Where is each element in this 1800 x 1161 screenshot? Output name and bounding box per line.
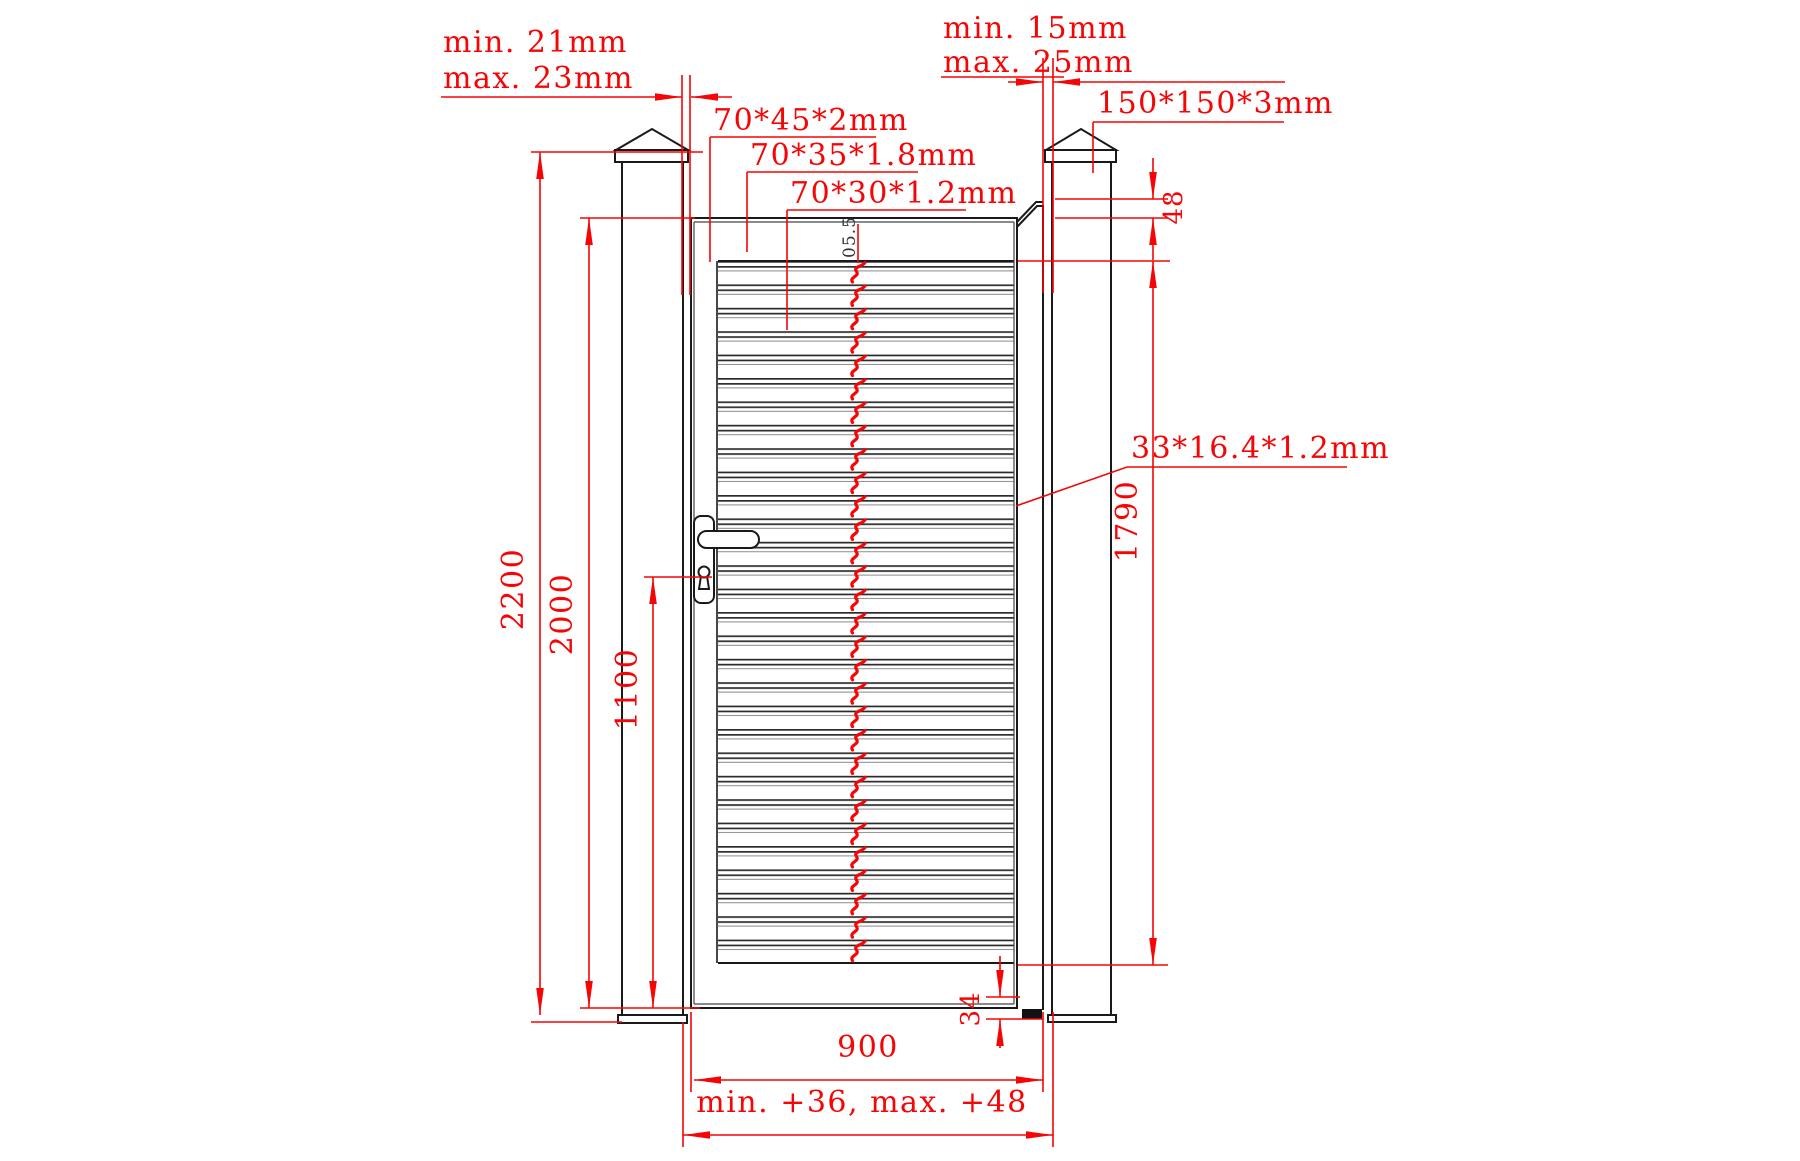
gate-leaf: [690, 217, 1018, 1009]
left-post: [612, 127, 692, 1024]
dim-infill-height: 1790: [1110, 480, 1145, 562]
dim-opening-width: min. +36, max. +48: [696, 1085, 1027, 1120]
hole-diameter-label: 05.5: [840, 216, 860, 258]
handle-lever: [697, 530, 760, 549]
screw-centerline: [850, 224, 867, 963]
dim-lock-height: 1100: [610, 648, 645, 730]
dim-post-height: 2200: [496, 548, 531, 630]
hinge-strip-cap-line: [1016, 201, 1043, 223]
right-post-foot: [1047, 1014, 1117, 1023]
mid-profile-label: 70*35*1.8mm: [750, 138, 977, 173]
gap-left-max-label: max. 23mm: [443, 61, 634, 96]
right-post-cap-plate: [1044, 149, 1117, 163]
lock-set: [693, 515, 760, 604]
gap-right-max-label: max. 25mm: [943, 45, 1134, 80]
left-post-foot: [617, 1014, 688, 1024]
gate-frame-outline: [690, 217, 1018, 1009]
right-post: [1042, 127, 1120, 1023]
slat-profile-label: 70*30*1.2mm: [790, 176, 1017, 211]
extension-lines: [531, 58, 1170, 1147]
dim-bottom-clearance: 34: [956, 991, 986, 1026]
keyhole-icon: [697, 565, 711, 579]
gap-left-min-label: min. 21mm: [443, 25, 628, 60]
bottom-stop-block: [1022, 1009, 1042, 1019]
right-post-cap-pyramid: [1042, 127, 1120, 151]
frame-profile-label: 70*45*2mm: [713, 103, 909, 138]
dim-gate-width: 900: [837, 1030, 899, 1065]
dim-top-offset: 48: [1159, 189, 1189, 224]
louvre-infill: [718, 261, 1014, 963]
gap-right-min-label: min. 15mm: [943, 11, 1128, 46]
text-labels: min. 21mm max. 23mm min. 15mm max. 25mm …: [443, 11, 1390, 1120]
post-profile-label: 150*150*3mm: [1097, 86, 1334, 121]
label-leaders: [709, 76, 1347, 507]
dimension-lines: [441, 78, 1285, 1139]
right-post-body: [1051, 161, 1112, 1016]
dim-gate-height: 2000: [545, 573, 580, 655]
centerline-zigzag: [850, 260, 867, 963]
hinge-strip: [1016, 201, 1044, 1019]
left-post-cap-pyramid: [612, 127, 692, 151]
hinge-strip-outline: [1016, 205, 1044, 1010]
slat-section-label: 33*16.4*1.2mm: [1131, 431, 1390, 466]
